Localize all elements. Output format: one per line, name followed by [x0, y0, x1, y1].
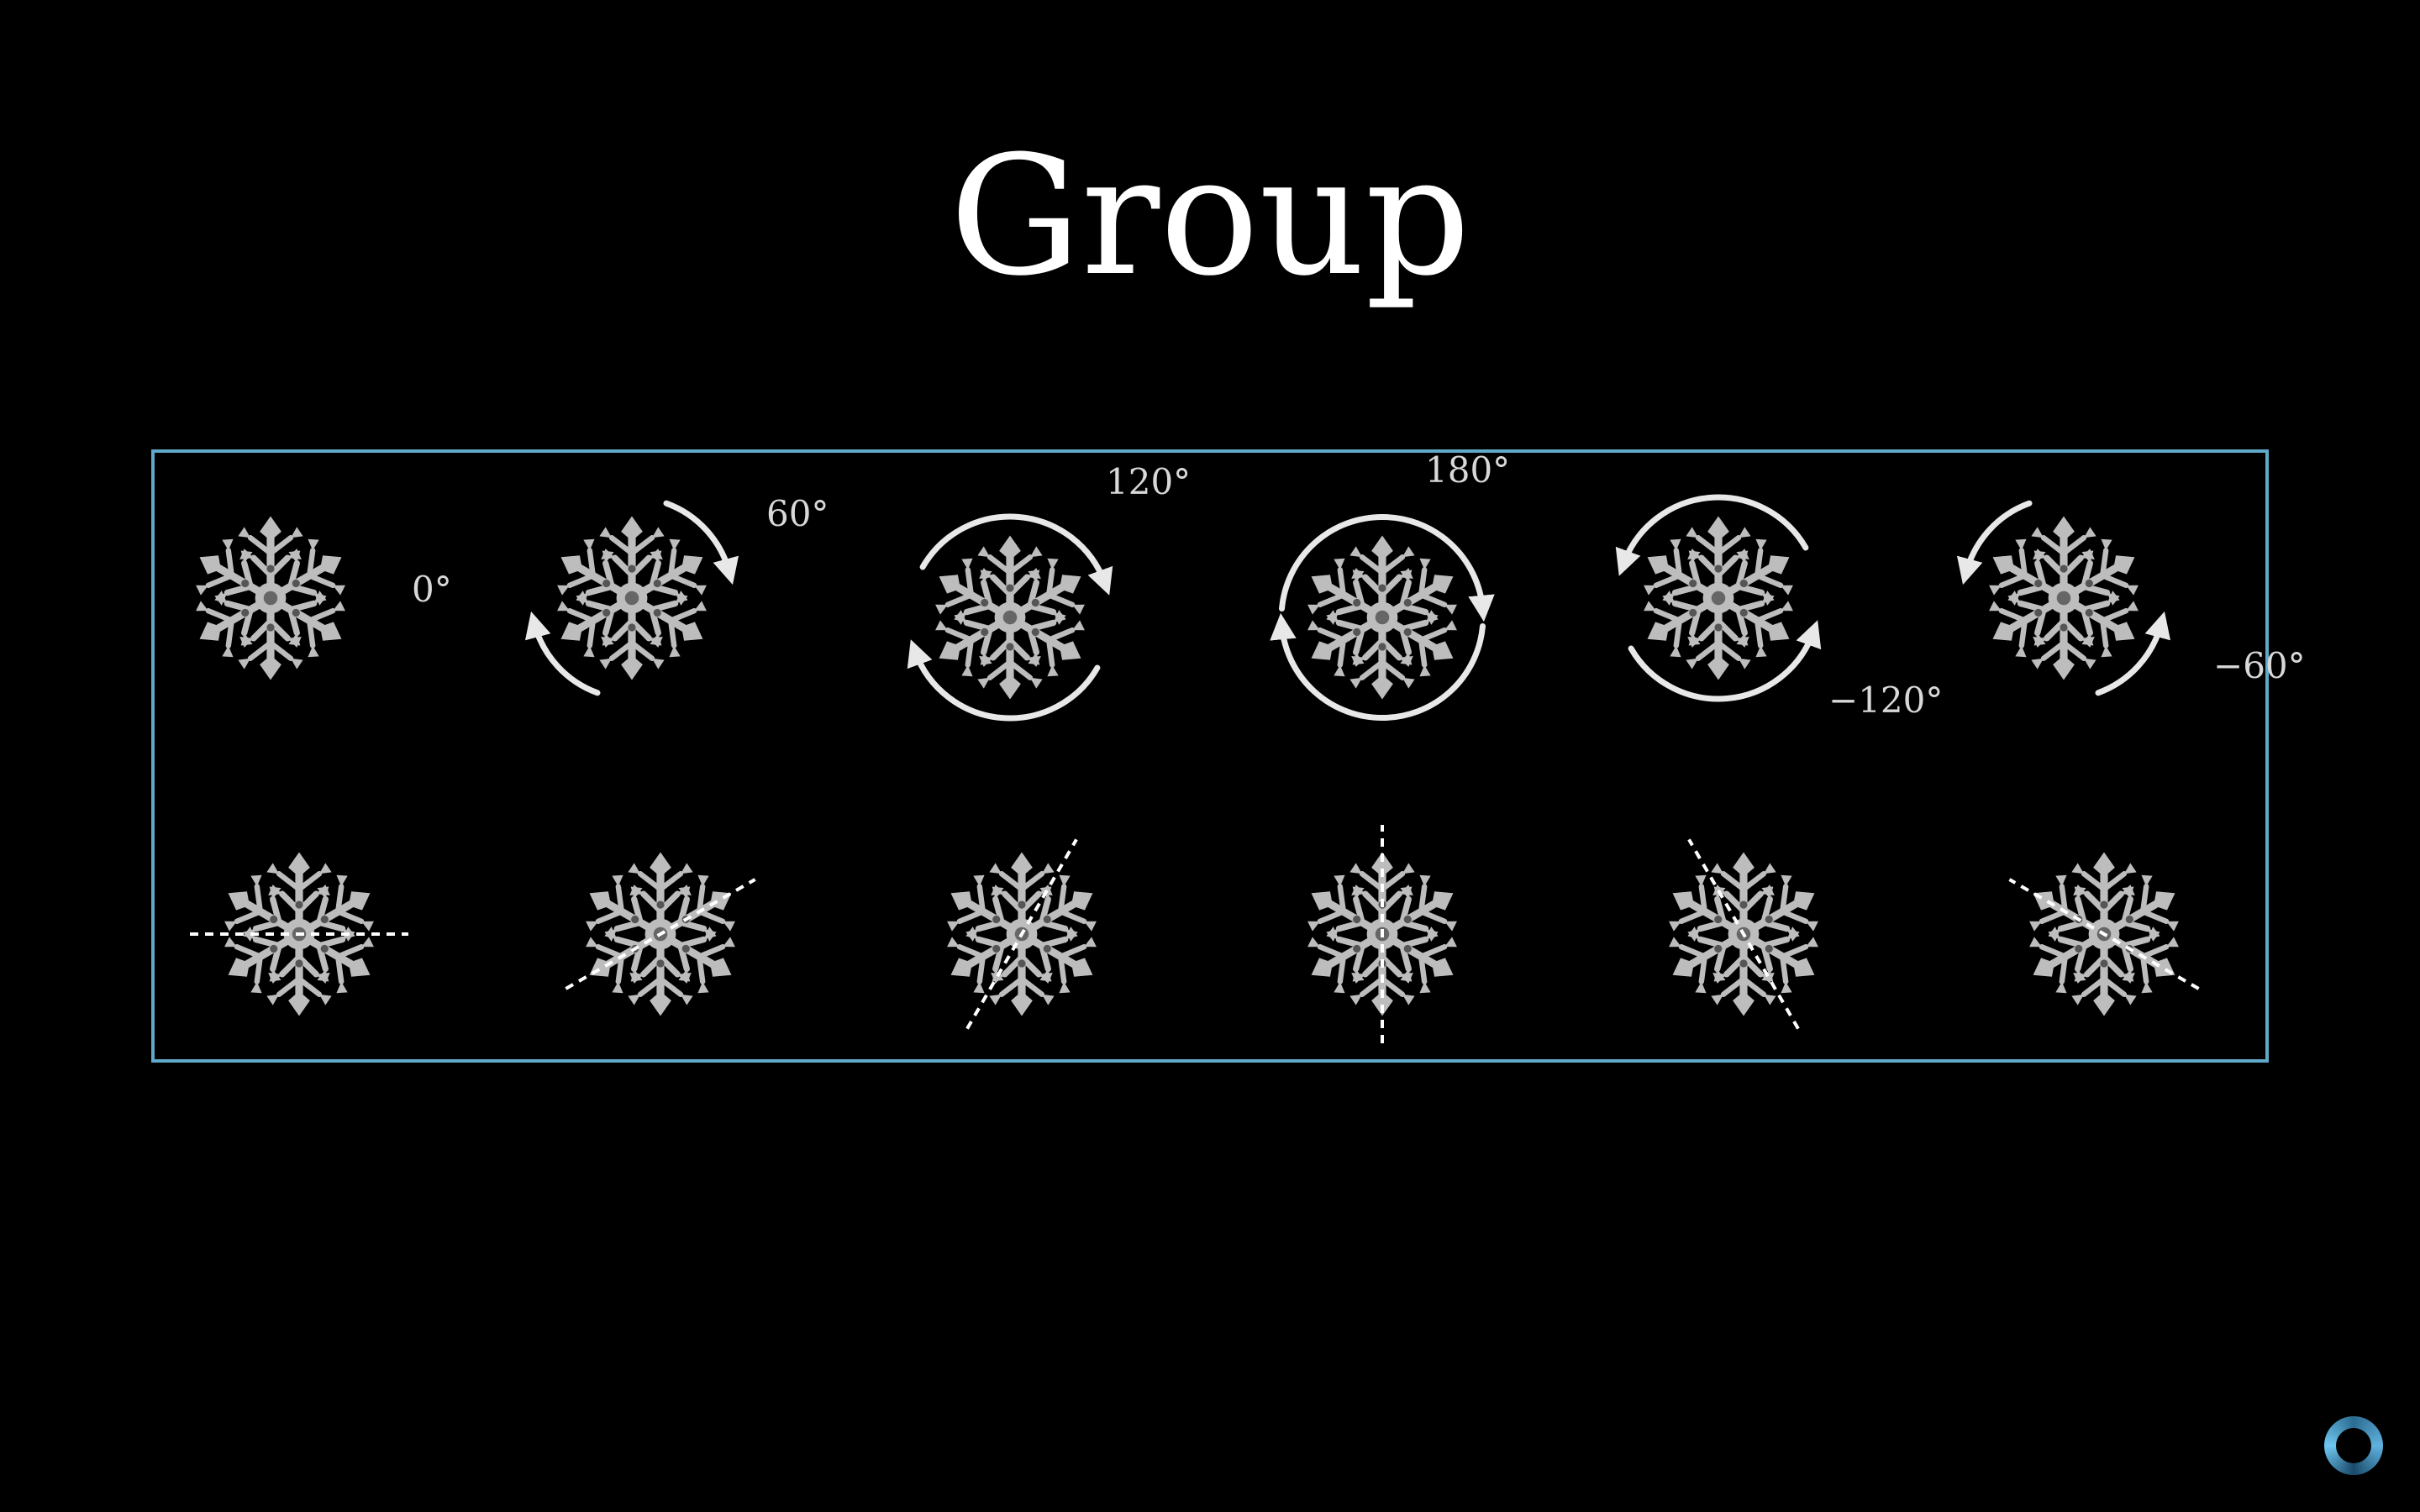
- reflection-row: [190, 825, 2200, 1043]
- reflection-element: [1295, 825, 1470, 1043]
- rotation-row: 0° 60° 120° 180° −120° −60°: [183, 449, 2306, 734]
- rotation-angle-label: 60°: [766, 493, 829, 534]
- rotation-arrow-icon: [2095, 611, 2171, 696]
- rotation-arrow-icon: [1279, 514, 1495, 622]
- rotation-arrow-icon: [1628, 620, 1822, 702]
- snowflake-icon: [1949, 481, 2179, 714]
- reflection-axis-icon: [1687, 838, 1800, 1030]
- rotation-arrow-icon: [524, 611, 601, 696]
- rotation-arrow-icon: [1956, 500, 2033, 585]
- rotation-element: 0°: [183, 516, 452, 680]
- rotation-arrow-icon: [1270, 612, 1486, 721]
- reflection-element: [934, 838, 1109, 1030]
- snowflake-icon: [518, 481, 747, 714]
- rotation-arrow-icon: [663, 500, 739, 585]
- reflection-element: [565, 852, 756, 1016]
- rotation-arrow-icon: [907, 639, 1101, 722]
- reflection-axis-icon: [965, 838, 1078, 1030]
- rotation-angle-label: 120°: [1106, 461, 1191, 502]
- rotation-element: −60°: [1949, 481, 2306, 714]
- page-title: Group: [950, 121, 1470, 312]
- rotation-element: 120°: [896, 461, 1191, 734]
- rotation-arrow-icon: [919, 513, 1113, 596]
- snowflake-icon: [1604, 481, 1833, 714]
- rotation-angle-label: −60°: [2213, 645, 2306, 686]
- reflection-element: [190, 852, 408, 1016]
- reflection-element: [1656, 838, 1831, 1030]
- rotation-element: 180°: [1270, 449, 1510, 721]
- reflection-axis-icon: [2008, 878, 2200, 990]
- logo-icon: [2324, 1416, 2383, 1475]
- rotation-angle-label: 0°: [412, 569, 452, 610]
- snowflake-icon: [1295, 535, 1470, 699]
- rotation-angle-label: 180°: [1425, 449, 1510, 491]
- reflection-element: [2008, 852, 2200, 1016]
- rotation-angle-label: −120°: [1828, 680, 1943, 721]
- group-frame: [151, 449, 2269, 1063]
- rotation-arrow-icon: [1615, 494, 1809, 576]
- rotation-element: 60°: [518, 481, 829, 714]
- reflection-axis-icon: [565, 878, 756, 990]
- snowflake-icon: [896, 501, 1125, 733]
- rotation-element: −120°: [1604, 481, 1943, 721]
- snowflake-icon: [183, 516, 358, 680]
